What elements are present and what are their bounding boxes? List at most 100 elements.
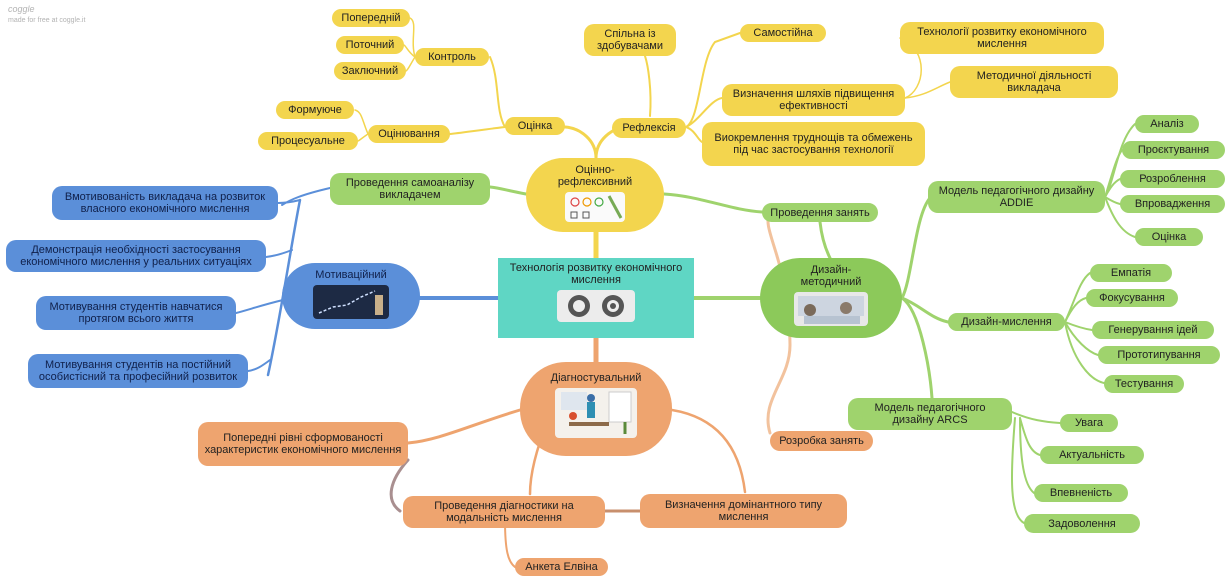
node-attention[interactable]: Увага <box>1060 414 1118 432</box>
node-classes[interactable]: Проведення занять <box>762 203 878 222</box>
node-relevance[interactable]: Актуальність <box>1040 446 1144 464</box>
coggle-logo: coggle <box>8 4 35 14</box>
node-ideas[interactable]: Генерування ідей <box>1092 321 1214 339</box>
node-joint[interactable]: Спільна із здобувачами <box>584 24 676 56</box>
node-lesson-dev[interactable]: Розробка занять <box>770 431 873 451</box>
node-control[interactable]: Контроль <box>415 48 489 66</box>
edge-arcs-relevance <box>1019 417 1041 456</box>
growth-chart-illustration <box>313 285 389 319</box>
edge-assessing-formative <box>354 109 369 135</box>
node-confidence[interactable]: Впевненість <box>1034 484 1128 502</box>
node-analysis[interactable]: Аналіз <box>1135 115 1199 133</box>
node-self-analysis[interactable]: Проведення самоаналізу викладачем <box>330 173 490 205</box>
edge-reflection-difficulties <box>685 126 703 143</box>
survey-illustration <box>565 192 625 222</box>
edge-selfanalysis-blue <box>281 187 331 206</box>
node-reflection[interactable]: Рефлексія <box>612 118 686 138</box>
node-elvin[interactable]: Анкета Елвіна <box>515 558 608 576</box>
heads-illustration <box>557 290 635 322</box>
node-projecting[interactable]: Проєктування <box>1122 141 1225 159</box>
node-prior-levels[interactable]: Попередні рівні сформованості характерис… <box>198 422 408 466</box>
hub-design-methodical[interactable]: Дизайн-методичний <box>760 258 902 338</box>
coggle-watermark: coggle made for free at coggle.it <box>8 4 85 26</box>
designers-illustration <box>794 292 868 326</box>
hub-motivational[interactable]: Мотиваційний <box>282 263 420 329</box>
edge-dt-ideas <box>1064 321 1093 331</box>
edge-reflection-hub <box>685 32 741 128</box>
node-modality[interactable]: Проведення діагностики на модальність ми… <box>403 496 605 528</box>
edge-assessment-assessing <box>449 126 506 135</box>
edge-blue-constant <box>247 359 271 372</box>
hub-motivational-label: Мотиваційний <box>315 269 387 281</box>
node-evaluation[interactable]: Оцінка <box>1135 228 1203 246</box>
edge-assessing-procedural <box>357 133 369 142</box>
edge-classes-design <box>818 220 832 260</box>
node-focusing[interactable]: Фокусування <box>1086 289 1178 307</box>
node-final[interactable]: Заключний <box>334 62 406 80</box>
node-current[interactable]: Поточний <box>336 36 404 54</box>
edge-design-dt <box>900 296 950 324</box>
node-assessing[interactable]: Оцінювання <box>368 125 450 143</box>
node-previous[interactable]: Попередній <box>332 9 410 27</box>
node-procedural[interactable]: Процесуальне <box>258 132 358 150</box>
edge-classes-lessondev <box>766 210 792 435</box>
central-title: Технологія розвитку економічного мисленн… <box>509 262 683 286</box>
hub-diagnostic-label: Діагностувальний <box>550 372 642 384</box>
edge-ways-method <box>904 81 951 99</box>
edge-evaluative-assessment <box>563 125 598 160</box>
node-empathy[interactable]: Емпатія <box>1090 264 1172 282</box>
node-ways[interactable]: Визначення шляхів підвищення ефективност… <box>722 84 905 116</box>
node-method-activity[interactable]: Методичної діяльності викладача <box>950 66 1118 98</box>
edge-evaluative-classes <box>662 192 764 214</box>
edge-blue-lifelong <box>235 299 284 314</box>
node-difficulties[interactable]: Виокремлення труднощів та обмежень під ч… <box>702 122 925 166</box>
edge-addie-projecting <box>1104 149 1123 198</box>
edge-prior-modality <box>389 458 410 513</box>
edge-design-arcs <box>900 296 934 400</box>
coggle-note: made for free at coggle.it <box>8 17 86 24</box>
edge-design-trunk <box>900 196 932 300</box>
node-satisfaction[interactable]: Задоволення <box>1024 514 1140 533</box>
edge-blue-demonstration <box>265 249 293 258</box>
hub-diagnostic[interactable]: Діагностувальний <box>520 362 672 456</box>
node-arcs[interactable]: Модель педагогічного дизайну ARCS <box>848 398 1012 430</box>
node-prototyping[interactable]: Прототипування <box>1098 346 1220 364</box>
edge-blue-motivation <box>277 199 301 204</box>
meeting-illustration <box>555 388 637 438</box>
node-demonstration[interactable]: Демонстрація необхідності застосування е… <box>6 240 266 272</box>
node-testing[interactable]: Тестування <box>1104 375 1184 393</box>
node-lifelong[interactable]: Мотивування студентів навчатися протягом… <box>36 296 236 330</box>
edge-addie-development <box>1104 178 1121 198</box>
node-assessment[interactable]: Оцінка <box>505 117 565 135</box>
hub-evaluative-reflective[interactable]: Оцінно-рефлексивний <box>526 158 664 232</box>
edge-diagnostic-prior <box>406 408 522 445</box>
node-teacher-motivation[interactable]: Вмотивованість викладача на розвиток вла… <box>52 186 278 220</box>
edge-reflection-joint <box>644 55 652 117</box>
edge-arcs-attention <box>1011 411 1061 424</box>
edge-dt-prototyping <box>1064 321 1099 356</box>
central-topic[interactable]: Технологія розвитку економічного мисленн… <box>498 258 694 338</box>
edge-control-previous <box>409 17 416 58</box>
hub-design-label: Дизайн-методичний <box>800 264 862 288</box>
edge-reflection-ways <box>685 97 723 128</box>
hub-evaluative-label: Оцінно-рефлексивний <box>557 164 633 188</box>
node-tech-dev[interactable]: Технології розвитку економічного мисленн… <box>900 22 1104 54</box>
node-development[interactable]: Розроблення <box>1120 170 1225 188</box>
edge-diagnostic-dominant <box>670 408 747 494</box>
edge-assessment-control <box>489 56 506 128</box>
edge-arcs-satisfaction <box>1010 417 1025 524</box>
edge-control-current <box>403 44 416 58</box>
node-formative[interactable]: Формуюче <box>276 101 354 119</box>
edge-dt-focusing <box>1064 297 1087 323</box>
node-implementation[interactable]: Впровадження <box>1120 195 1225 213</box>
edge-addie-evaluation <box>1104 196 1136 238</box>
node-constant[interactable]: Мотивування студентів на постійний особи… <box>28 354 248 388</box>
node-dominant[interactable]: Визначення домінантного типу мислення <box>640 494 847 528</box>
edge-control-final <box>405 56 416 72</box>
edge-evaluative-selfanalysis <box>488 185 528 196</box>
node-addie[interactable]: Модель педагогічного дизайну ADDIE <box>928 181 1105 213</box>
edge-arcs-confidence <box>1019 417 1035 494</box>
node-design-thinking[interactable]: Дизайн-мислення <box>948 313 1065 331</box>
node-independent[interactable]: Самостійна <box>740 24 826 42</box>
